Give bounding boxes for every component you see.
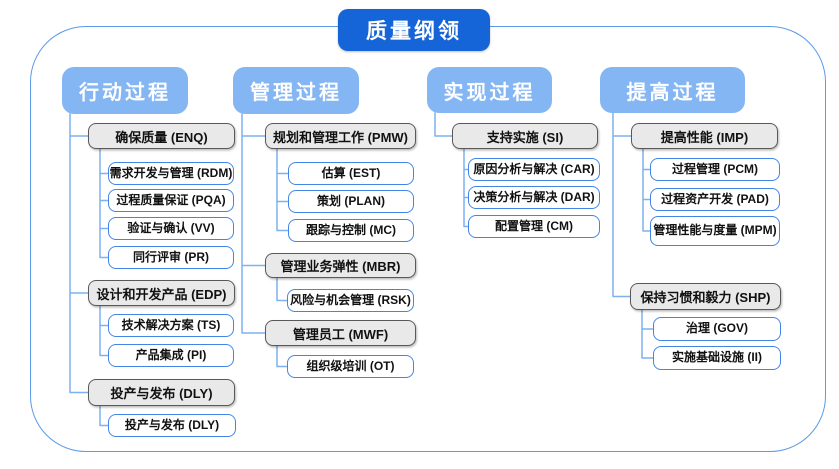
item-box-dly2: 投产与发布 (DLY) (108, 414, 236, 437)
item-box-plan: 策划 (PLAN) (288, 190, 414, 213)
item-box-rdm: 需求开发与管理 (RDM) (108, 162, 234, 185)
item-box-mpm: 管理性能与度量 (MPM) (650, 216, 780, 246)
group-box-pmw: 规划和管理工作 (PMW) (265, 123, 416, 149)
item-box-cm: 配置管理 (CM) (468, 215, 600, 238)
item-box-pr: 同行评审 (PR) (108, 246, 234, 269)
item-box-vv: 验证与确认 (VV) (108, 217, 234, 240)
item-box-pi: 产品集成 (PI) (108, 344, 234, 367)
item-box-car: 原因分析与解决 (CAR) (468, 158, 600, 181)
group-box-mwf: 管理员工 (MWF) (265, 320, 416, 346)
item-box-ot: 组织级培训 (OT) (287, 355, 414, 378)
item-box-pcm: 过程管理 (PCM) (650, 158, 780, 181)
group-box-dly: 投产与发布 (DLY) (88, 379, 235, 406)
diagram-title: 质量纲领 (338, 9, 490, 51)
group-box-mbr: 管理业务弹性 (MBR) (265, 253, 416, 278)
column-header-improve: 提高过程 (600, 67, 745, 113)
item-box-pad: 过程资产开发 (PAD) (650, 188, 780, 211)
group-box-shp: 保持习惯和毅力 (SHP) (630, 283, 781, 310)
group-box-enq: 确保质量 (ENQ) (88, 123, 235, 149)
item-box-dar: 决策分析与解决 (DAR) (468, 186, 600, 209)
item-box-gov: 治理 (GOV) (653, 317, 781, 341)
item-box-mc: 跟踪与控制 (MC) (288, 219, 414, 242)
column-header-act: 行动过程 (62, 67, 188, 114)
item-box-ts: 技术解决方案 (TS) (108, 314, 234, 337)
column-header-mgmt: 管理过程 (233, 67, 359, 114)
group-box-si: 支持实施 (SI) (452, 123, 598, 149)
item-box-est: 估算 (EST) (288, 162, 414, 185)
item-box-pqa: 过程质量保证 (PQA) (108, 189, 234, 212)
item-box-rsk: 风险与机会管理 (RSK) (287, 289, 414, 312)
group-box-imp: 提高性能 (IMP) (631, 123, 778, 149)
item-box-ii: 实施基础设施 (II) (653, 346, 781, 370)
column-header-impl: 实现过程 (427, 67, 552, 113)
group-box-edp: 设计和开发产品 (EDP) (88, 280, 235, 306)
